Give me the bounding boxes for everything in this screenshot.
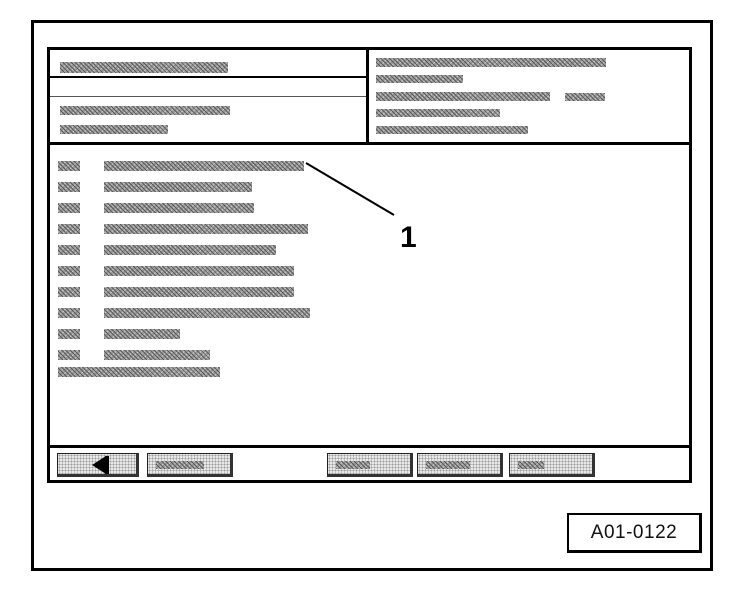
item-code bbox=[58, 287, 80, 297]
footer-label bbox=[58, 367, 220, 377]
item-code bbox=[58, 329, 80, 339]
item-code bbox=[58, 308, 80, 318]
item-code bbox=[58, 182, 80, 192]
callout-number: 1 bbox=[400, 221, 417, 254]
header-title-text bbox=[60, 62, 228, 73]
softkey-button[interactable] bbox=[417, 453, 503, 477]
header-divider bbox=[50, 96, 366, 97]
item-label bbox=[104, 161, 304, 171]
left-arrow-icon bbox=[92, 456, 106, 474]
back-button[interactable] bbox=[57, 453, 139, 477]
header-info-text bbox=[376, 126, 528, 134]
item-label bbox=[104, 350, 210, 360]
softkey-label bbox=[156, 461, 204, 469]
item-label bbox=[104, 308, 310, 318]
softkey-label bbox=[426, 461, 470, 469]
softkey-button[interactable] bbox=[327, 453, 413, 477]
item-code bbox=[58, 266, 80, 276]
item-label bbox=[104, 182, 252, 192]
softkey-label bbox=[336, 461, 370, 469]
screen-header bbox=[50, 50, 689, 145]
figure-id-label: A01-0122 bbox=[567, 513, 702, 553]
left-arrow-icon-stem bbox=[105, 456, 109, 474]
function-list: 1 bbox=[50, 145, 689, 445]
header-info-text bbox=[376, 75, 463, 83]
item-label bbox=[104, 224, 308, 234]
softkey-toolbar bbox=[50, 445, 689, 480]
item-label bbox=[104, 203, 254, 213]
tester-screen: 1 bbox=[47, 47, 692, 483]
header-info-text bbox=[376, 92, 550, 101]
item-code bbox=[58, 203, 80, 213]
header-right-panel bbox=[369, 50, 689, 142]
item-label bbox=[104, 266, 294, 276]
item-code bbox=[58, 350, 80, 360]
header-line-text bbox=[60, 125, 168, 134]
softkey-label bbox=[518, 461, 544, 469]
header-info-text bbox=[376, 58, 606, 67]
softkey-button[interactable] bbox=[147, 453, 233, 477]
header-left-panel bbox=[50, 50, 369, 142]
item-code bbox=[58, 245, 80, 255]
header-divider bbox=[50, 76, 366, 78]
item-label bbox=[104, 287, 294, 297]
item-label bbox=[104, 329, 180, 339]
header-line-text bbox=[60, 106, 230, 115]
item-code bbox=[58, 224, 80, 234]
softkey-button[interactable] bbox=[509, 453, 595, 477]
diagnostic-tester-frame: 1 A01-0122 bbox=[31, 20, 713, 571]
header-info-text bbox=[376, 109, 500, 117]
header-info-text bbox=[565, 93, 605, 101]
item-label bbox=[104, 245, 276, 255]
item-code bbox=[58, 161, 80, 171]
